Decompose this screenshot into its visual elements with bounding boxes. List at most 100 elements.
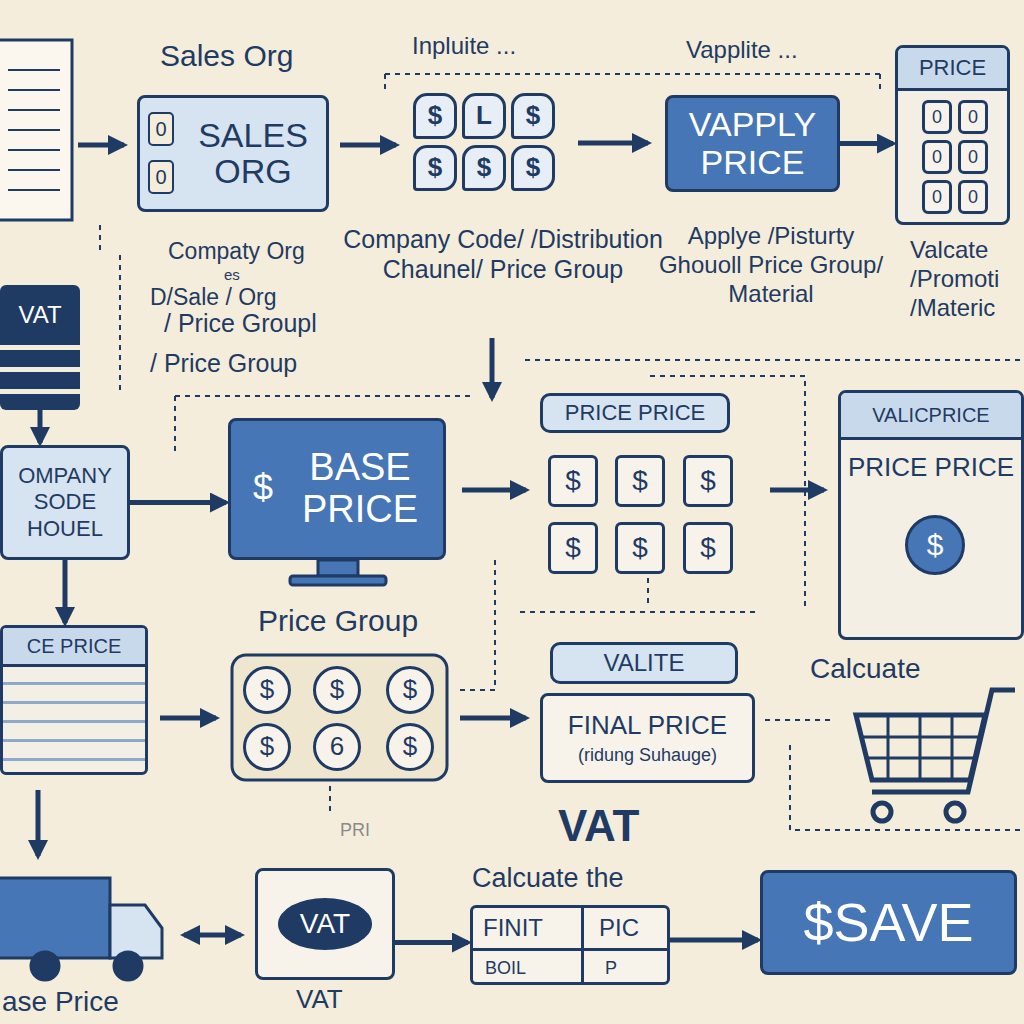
node-text: $ xyxy=(565,532,581,564)
price-panel: VALICPRICEPRICE PRICE$ xyxy=(838,390,1024,640)
node-text: $ xyxy=(700,465,716,497)
free-label: ase Price xyxy=(2,985,119,1019)
price-cell: $ xyxy=(615,455,665,507)
connector-arrow xyxy=(63,560,68,623)
price-cell: $ xyxy=(683,522,733,574)
free-label: Sales Org xyxy=(160,38,293,74)
price-tag: $ xyxy=(511,145,555,191)
free-label: D/Sale / Org xyxy=(150,284,277,312)
node-text: $ xyxy=(526,101,540,131)
free-label: Company Code/ /Distribution Chaunel/ Pri… xyxy=(338,224,668,284)
node-text: 0 xyxy=(932,187,942,208)
free-label: / Price Group xyxy=(150,348,297,378)
node-text: VAT xyxy=(278,898,372,950)
node-text: $ xyxy=(565,465,581,497)
connector-arrow xyxy=(395,940,468,945)
node-text: $ xyxy=(526,153,540,183)
node-text: CE PRICE xyxy=(3,628,145,667)
node-text: $ xyxy=(428,153,442,183)
node-text: PIC xyxy=(599,914,639,942)
free-label: Vapplite ... xyxy=(686,36,798,65)
node-text: BOIL xyxy=(485,958,526,979)
price-cell: 0 xyxy=(958,140,988,174)
price-coin: $ xyxy=(386,666,434,714)
free-label: Calcuate xyxy=(810,652,921,686)
price-cell: 0 xyxy=(922,140,952,174)
node-text: $SAVE xyxy=(803,891,973,953)
price-coin: $ xyxy=(243,723,291,771)
connector-arrow xyxy=(670,938,758,943)
node-text: 0 xyxy=(968,107,978,128)
price-cell: 0 xyxy=(958,180,988,214)
node-text: $ xyxy=(330,675,344,705)
header-pill: VALITE xyxy=(550,642,738,684)
free-label: VAT xyxy=(558,800,639,853)
node-text: 0 xyxy=(932,107,942,128)
node-text: 0 xyxy=(968,187,978,208)
node-text: PRICE PRICE xyxy=(841,453,1021,483)
price-cell: $ xyxy=(615,522,665,574)
header-pill: PRICE PRICE xyxy=(540,393,730,433)
node-text: 0 xyxy=(155,166,166,189)
node-text: $ xyxy=(428,101,442,131)
node-text: $ xyxy=(403,675,417,705)
node-text: BASE PRICE xyxy=(277,447,443,531)
free-label: VAT xyxy=(296,984,343,1015)
price-cell: $ xyxy=(683,455,733,507)
node-text: PRICE xyxy=(898,48,1007,91)
node-text: VALITE xyxy=(604,649,685,677)
free-label: Inpluite ... xyxy=(412,32,516,61)
free-label: PRI xyxy=(340,820,370,842)
node-text: 0 xyxy=(932,147,942,168)
node-text: $ xyxy=(260,732,274,762)
vat-stack: VAT xyxy=(0,285,80,410)
node-text: $ xyxy=(700,532,716,564)
coin-tray xyxy=(232,655,447,780)
free-label: Calcuate the xyxy=(472,862,624,894)
free-label: es xyxy=(224,266,240,284)
node-text: VAT xyxy=(0,301,80,329)
price-tag: $ xyxy=(413,145,457,191)
price-coin: 6 xyxy=(313,723,361,771)
connector-arrow xyxy=(130,500,226,505)
badge: 0 xyxy=(148,160,174,194)
connector-arrow xyxy=(840,141,893,146)
node-text: SALES ORG xyxy=(180,118,326,189)
price-coin: $ xyxy=(313,666,361,714)
node-text: 0 xyxy=(155,118,166,141)
node-text: $ xyxy=(632,465,648,497)
node-text: VALICPRICE xyxy=(841,393,1021,440)
node-text: L xyxy=(476,101,492,131)
process-box: SALES ORG 0 0 xyxy=(137,95,329,212)
price-cell: 0 xyxy=(958,100,988,134)
process-box: VAT xyxy=(255,868,395,980)
price-screen: CE PRICE xyxy=(0,625,148,775)
badge: 0 xyxy=(148,112,174,146)
free-label: Applye /Pisturty Ghouoll Price Group/ Ma… xyxy=(646,222,896,308)
connector-arrow xyxy=(38,410,43,443)
node-text: 0 xyxy=(968,147,978,168)
price-cell: $ xyxy=(548,455,598,507)
node-text: $ xyxy=(632,532,648,564)
process-box: OMPANY SODE HOUEL xyxy=(0,445,130,560)
price-tag: $ xyxy=(413,93,457,139)
node-text: VAPPLY PRICE xyxy=(668,106,837,181)
price-coin: $ xyxy=(386,723,434,771)
node-text: FINAL PRICE xyxy=(568,711,727,741)
document-icon xyxy=(0,40,72,220)
free-label: Price Group xyxy=(258,603,418,639)
node-text: FINIT xyxy=(483,914,543,942)
process-box: $BASE PRICE xyxy=(228,418,446,560)
price-cell: 0 xyxy=(922,180,952,214)
monitor-stand xyxy=(290,560,386,585)
free-label: Valcate /Promoti /Materic xyxy=(910,236,1022,322)
price-panel: PRICE 0 0 0 0 0 0 xyxy=(895,45,1010,225)
free-label: Compaty Org xyxy=(168,238,305,266)
cart-icon xyxy=(856,690,1015,821)
node-text: OMPANY SODE HOUEL xyxy=(3,463,127,542)
process-box: $SAVE xyxy=(760,870,1017,975)
price-coin: $ xyxy=(243,666,291,714)
node-text: $ xyxy=(253,467,273,508)
process-box: VAPPLY PRICE xyxy=(665,95,840,192)
